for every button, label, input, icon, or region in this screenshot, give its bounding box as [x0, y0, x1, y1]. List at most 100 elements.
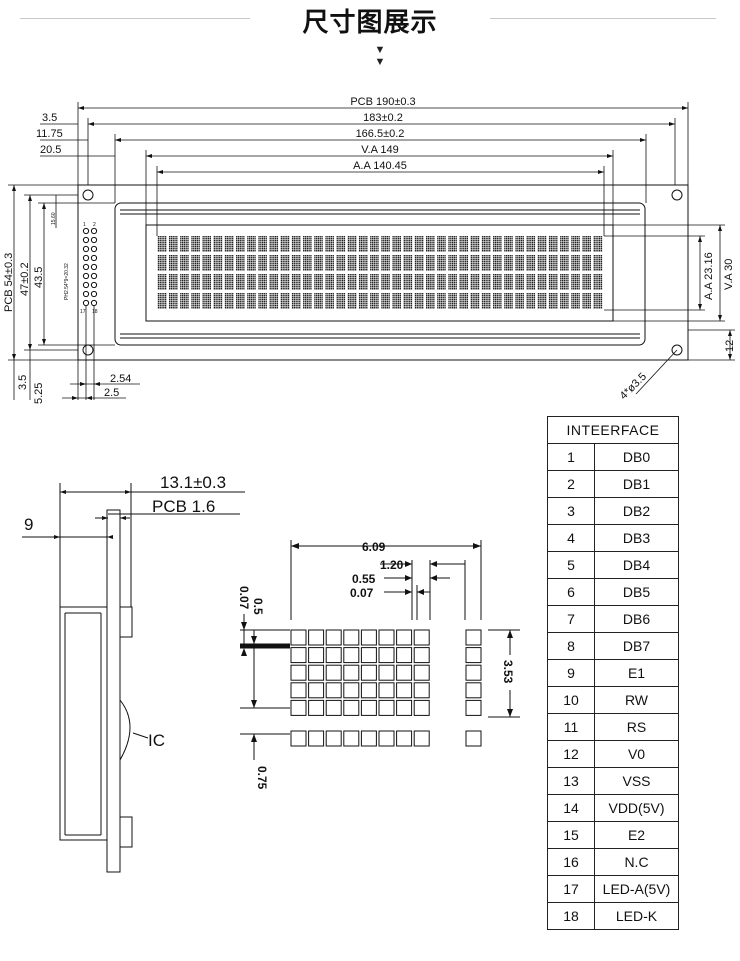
dim-1-20: 1.20	[380, 558, 404, 572]
dim-0-75: 0.75	[255, 766, 269, 790]
side-view-drawing: 13.1±0.3 PCB 1.6 9 IC	[22, 473, 245, 873]
dim-183: 183±0.2	[363, 112, 403, 124]
dim-0-5: 0.5	[251, 598, 265, 615]
pin-number: 12	[547, 740, 595, 768]
mount-hole-tr	[671, 189, 683, 201]
side-tab-bottom	[119, 816, 133, 848]
dim-va-height: V.A 30	[723, 259, 735, 290]
pin-function: DB4	[594, 551, 679, 579]
dim-thickness: 13.1±0.3	[160, 473, 226, 492]
pin-function: DB6	[594, 605, 679, 633]
dim-holes: 4*ø3.5	[618, 371, 649, 402]
viewing-area	[145, 224, 614, 322]
pin-function: VSS	[594, 767, 679, 795]
pin-function: DB0	[594, 443, 679, 471]
dim-pcb-thickness: PCB 1.6	[152, 497, 215, 516]
page-title: 尺寸图展示	[302, 8, 438, 38]
pin-function: RW	[594, 686, 679, 714]
dim-43-5: 43.5	[33, 267, 45, 288]
dim-3-53: 3.53	[501, 660, 515, 684]
pin-number: 11	[547, 713, 595, 741]
front-view-drawing: PCB 190±0.3 183±0.2 166.5±0.2 V.A 149 A.…	[3, 96, 736, 404]
side-pcb	[106, 509, 121, 873]
pin-number: 7	[547, 605, 595, 633]
dim-0-07-h: 0.07	[350, 586, 374, 600]
character-rows	[157, 236, 603, 309]
dim-0-55: 0.55	[352, 572, 376, 586]
dim-pin-header: PH2.54*9=20.32	[64, 263, 70, 300]
pin-function: DB3	[594, 524, 679, 552]
dim-aa-height: A.A 23.16	[703, 252, 715, 300]
char-detail-drawing: 6.09 1.20 0.55 0.07 0.5 0.07 3.53 0.75	[237, 540, 520, 790]
pin-number: 16	[547, 848, 595, 876]
pin-number: 13	[547, 767, 595, 795]
bezel-outline	[114, 202, 646, 346]
dot-matrix	[240, 629, 482, 747]
pin-number: 5	[547, 551, 595, 579]
dim-47: 47±0.2	[19, 262, 31, 296]
side-ic-bump	[119, 699, 131, 761]
dim-3-5-bottom: 3.5	[17, 375, 29, 390]
pin-function: V0	[594, 740, 679, 768]
interface-header: INTEERFACE	[547, 416, 679, 444]
pin-function: DB1	[594, 470, 679, 498]
pin-function: LED-A(5V)	[594, 875, 679, 903]
pin-function: DB5	[594, 578, 679, 606]
dim-va-width: V.A 149	[361, 144, 399, 156]
pin-label-17: 17	[80, 309, 86, 315]
pin-number: 18	[547, 902, 595, 930]
pin-label-2: 2	[93, 222, 96, 228]
pin-function: N.C	[594, 848, 679, 876]
pin-function: LED-K	[594, 902, 679, 930]
dim-5-25: 5.25	[33, 383, 45, 404]
mount-hole-tl	[82, 189, 94, 201]
dim-pcb-width: PCB 190±0.3	[350, 96, 415, 108]
side-module-body	[59, 606, 108, 841]
dim-15-60: 15.60	[51, 212, 57, 225]
pcb-outline	[77, 184, 689, 361]
pin-number: 6	[547, 578, 595, 606]
pin-function: RS	[594, 713, 679, 741]
page-header: 尺寸图展示 ▼ ▼	[0, 0, 740, 80]
pin-function: DB7	[594, 632, 679, 660]
pin-number: 15	[547, 821, 595, 849]
mount-hole-br	[671, 344, 683, 356]
pin-number: 3	[547, 497, 595, 525]
pin-header	[82, 227, 98, 307]
pin-label-18: 18	[92, 309, 98, 315]
dim-pcb-height: PCB 54±0.3	[3, 253, 15, 312]
pin-number: 17	[547, 875, 595, 903]
mount-hole-bl	[82, 344, 94, 356]
dim-0-07-v: 0.07	[237, 586, 251, 610]
dim-aa-width: A.A 140.45	[353, 160, 407, 172]
dim-6-09: 6.09	[362, 540, 386, 554]
pin-function: DB2	[594, 497, 679, 525]
dim-2-54: 2.54	[110, 373, 131, 385]
dim-2-5: 2.5	[104, 387, 119, 399]
dim-9: 9	[24, 515, 33, 534]
ic-label: IC	[148, 731, 165, 750]
interface-header-row: INTEERFACE	[547, 416, 679, 444]
pin-function: E2	[594, 821, 679, 849]
pin-number: 14	[547, 794, 595, 822]
pin-label-1: 1	[83, 222, 86, 228]
pin-number: 2	[547, 470, 595, 498]
pin-number: 9	[547, 659, 595, 687]
title-rule-left	[20, 18, 250, 19]
pin-function: VDD(5V)	[594, 794, 679, 822]
side-tab-top	[119, 606, 133, 638]
